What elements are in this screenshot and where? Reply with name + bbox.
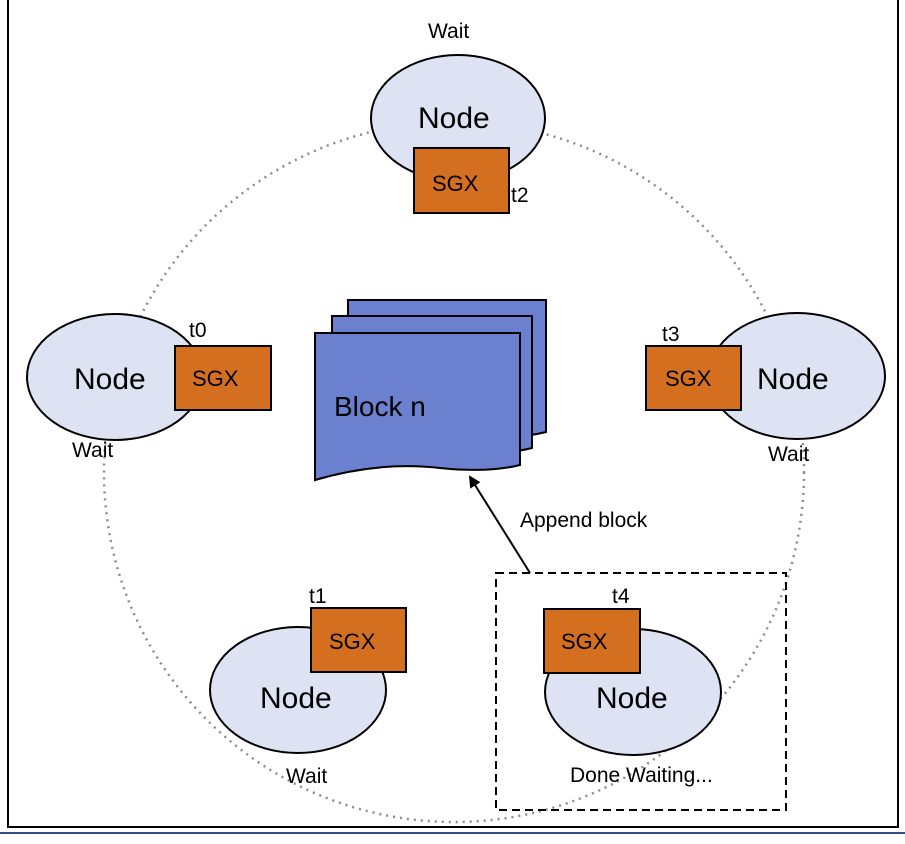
node-bottom-left-status: Wait bbox=[286, 765, 327, 788]
node-bottom-right-label: Node bbox=[596, 682, 668, 715]
node-right-status: Wait bbox=[768, 443, 809, 466]
node-bottom-right-time: t4 bbox=[612, 585, 630, 608]
node-left-time: t0 bbox=[189, 319, 207, 342]
node-bottom-left-label: Node bbox=[260, 682, 332, 715]
node-right-sgx bbox=[645, 345, 742, 411]
block-page-front bbox=[314, 332, 521, 482]
node-top-label: Node bbox=[418, 102, 490, 135]
bottom-rule bbox=[0, 832, 905, 844]
node-bottom-left-sgx-label: SGX bbox=[329, 629, 376, 654]
append-label: Append block bbox=[520, 509, 648, 532]
node-bottom-right-sgx-label: SGX bbox=[561, 629, 608, 654]
block-label: Block n bbox=[334, 391, 426, 422]
node-right-label: Node bbox=[757, 363, 829, 396]
node-bottom-left-sgx bbox=[310, 607, 407, 673]
node-top-sgx-label: SGX bbox=[432, 171, 479, 196]
node-left-status: Wait bbox=[72, 439, 113, 462]
ring-connection bbox=[102, 120, 806, 824]
node-bottom-right-sgx bbox=[543, 608, 641, 674]
node-left-sgx-label: SGX bbox=[192, 366, 239, 391]
node-bottom-left: Node SGX t1 Wait bbox=[209, 585, 407, 788]
node-top-time: t2 bbox=[511, 184, 529, 207]
node-right-sgx-label: SGX bbox=[665, 366, 712, 391]
node-right: Node SGX t3 Wait bbox=[645, 312, 886, 466]
node-left-sgx bbox=[174, 345, 272, 411]
diagram-frame bbox=[7, 0, 899, 828]
node-right-time: t3 bbox=[662, 323, 680, 346]
node-left: Node SGX t0 Wait bbox=[26, 313, 272, 462]
node-bottom-right-status: Done Waiting... bbox=[570, 764, 713, 787]
block-stack: Block n bbox=[314, 299, 547, 482]
node-left-label: Node bbox=[74, 363, 146, 396]
highlight-box bbox=[495, 572, 787, 811]
append-arrow bbox=[468, 475, 531, 574]
node-top-sgx bbox=[413, 147, 510, 214]
node-top-status: Wait bbox=[428, 20, 469, 43]
node-bottom-right: Node SGX t4 Done Waiting... bbox=[495, 572, 787, 811]
node-bottom-left-time: t1 bbox=[309, 585, 327, 608]
node-top: Wait Node SGX t2 bbox=[370, 20, 546, 214]
